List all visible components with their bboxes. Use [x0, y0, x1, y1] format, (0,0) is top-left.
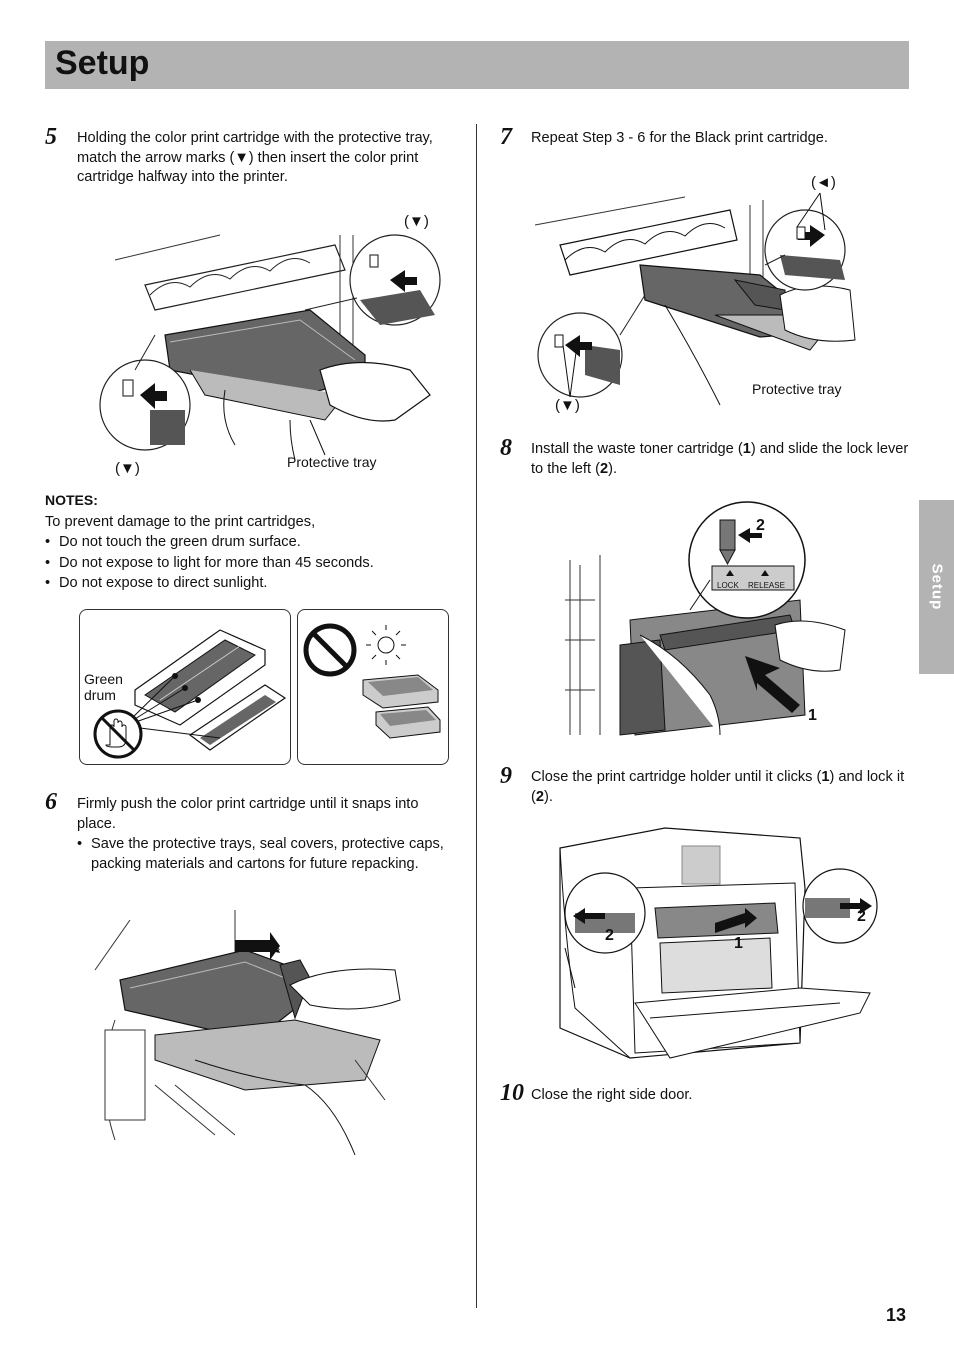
- drum-warning-box: [79, 609, 291, 765]
- step-5-number: 5: [45, 124, 57, 150]
- step-5-mark-label-bottom: (▼): [115, 460, 140, 477]
- no-light-illustration: [303, 623, 441, 739]
- step-5-tray-label: Protective tray: [287, 454, 377, 470]
- column-divider: [476, 124, 477, 1308]
- step-8-fig-label-1: 1: [808, 707, 817, 724]
- step-9-illustration: [559, 827, 878, 1059]
- step-5-illustration: [99, 234, 441, 461]
- section-tab-label: Setup: [928, 563, 945, 611]
- notes-intro: To prevent damage to the print cartridge…: [45, 513, 316, 530]
- light-warning-box: [297, 609, 449, 765]
- step-6-main-text: Firmly push the color print cartridge un…: [77, 796, 419, 832]
- page-number: 13: [886, 1305, 907, 1325]
- green-drum-label-line2: drum: [84, 687, 116, 703]
- step-8-fig-label-2: 2: [756, 517, 765, 534]
- release-label: RELEASE: [748, 581, 785, 590]
- notes-item: Do not expose to light for more than 45 …: [45, 554, 465, 574]
- green-drum-label-line1: Green: [84, 671, 123, 687]
- step-9-fig-label-2-right: 2: [857, 908, 866, 925]
- step-9-fig-label-2-left: 2: [605, 927, 614, 944]
- step-8-ref-2: 2: [599, 460, 609, 477]
- step-7-text: Repeat Step 3 - 6 for the Black print ca…: [531, 130, 828, 146]
- section-tab[interactable]: Setup: [919, 500, 954, 674]
- step-9-ref-2: 2: [535, 788, 544, 805]
- notes-list: Do not touch the green drum surface. Do …: [45, 533, 465, 594]
- step-7-mark-label-top: (◄): [811, 174, 836, 191]
- drum-illustration: [93, 629, 287, 759]
- step-6-text: Firmly push the color print cartridge un…: [77, 795, 457, 874]
- lock-label: LOCK: [717, 581, 739, 590]
- step-7-illustration: [534, 192, 856, 406]
- step-7-tray-label: Protective tray: [752, 381, 842, 397]
- step-9-number: 9: [500, 763, 512, 789]
- header-bar: Setup: [45, 41, 909, 89]
- step-9-text-c: ).: [544, 788, 553, 805]
- notes-item: Do not touch the green drum surface.: [45, 533, 465, 553]
- step-9-text-b: ) and lock it (: [531, 769, 905, 805]
- step-9-fig-label-1: 1: [734, 935, 743, 952]
- page-title: Setup: [55, 44, 150, 82]
- step-6-number: 6: [45, 789, 57, 815]
- step-8-ref-1: 1: [742, 441, 751, 457]
- step-5-mark-label-top: (▼): [404, 213, 429, 230]
- step-7-number: 7: [500, 124, 512, 150]
- notes: NOTES: To prevent damage to the print ca…: [45, 491, 465, 594]
- step-9-text: Close the print cartridge holder until i…: [531, 768, 911, 807]
- step-6-bullet: Save the protective trays, seal covers, …: [77, 835, 457, 874]
- step-6-illustration: [94, 910, 401, 1156]
- step-10-text: Close the right side door.: [531, 1087, 693, 1103]
- step-7-mark-label-bottom: (▼): [555, 397, 580, 414]
- notes-item: Do not expose to direct sunlight.: [45, 574, 465, 594]
- step-8-number: 8: [500, 435, 512, 461]
- step-8-text-a: Install the waste toner cartridge (: [531, 441, 743, 457]
- step-8-illustration: [565, 501, 846, 736]
- step-10-number: 10: [500, 1080, 524, 1106]
- step-6-bullets: Save the protective trays, seal covers, …: [77, 835, 457, 874]
- step-8-text-c: ).: [608, 460, 617, 477]
- step-8-text-b: ) and slide the lock lever to the left (: [531, 441, 909, 477]
- step-8-text: Install the waste toner cartridge (1) an…: [531, 440, 911, 479]
- step-9-ref-1: 1: [821, 769, 830, 785]
- step-9-text-a: Close the print cartridge holder until i…: [531, 769, 822, 785]
- step-5-text: Holding the color print cartridge with t…: [77, 130, 433, 185]
- notes-title: NOTES:: [45, 492, 98, 508]
